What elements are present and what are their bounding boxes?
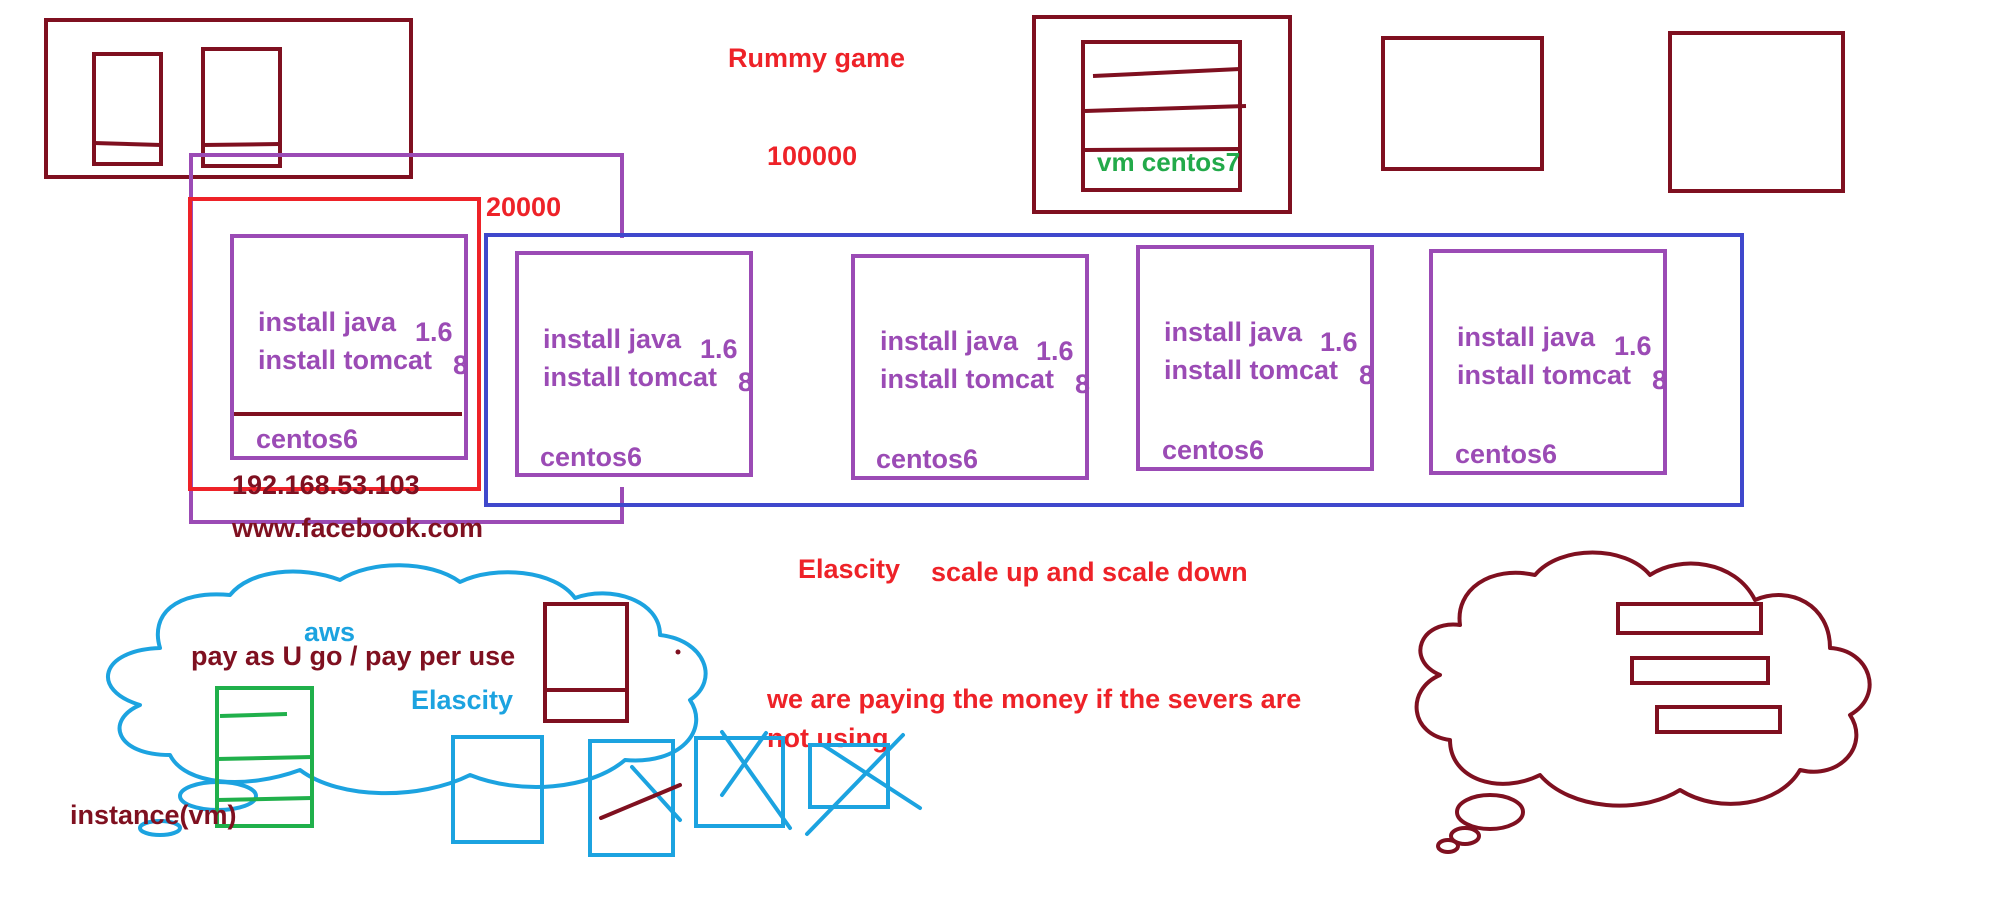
server-box-4: install java 1.6 install tomcat 8 centos… <box>1136 245 1374 471</box>
server-4-tomcat: install tomcat <box>1164 355 1338 385</box>
server-4-tomcat-version: 8 <box>1359 360 1374 390</box>
server-3-java: install java <box>880 326 1019 356</box>
rummy-game-title: Rummy game <box>728 43 905 73</box>
scale-up-down-text: scale up and scale down <box>931 557 1248 587</box>
server-1-tomcat: install tomcat <box>258 345 432 375</box>
server-box-5: install java 1.6 install tomcat 8 centos… <box>1429 249 1667 475</box>
cluster-box <box>484 233 1744 507</box>
server-5-java: install java <box>1457 322 1596 352</box>
server-3-tomcat: install tomcat <box>880 364 1054 394</box>
server-1-java: install java <box>258 307 397 337</box>
server-5-os: centos6 <box>1455 439 1557 469</box>
server-box-3: install java 1.6 install tomcat 8 centos… <box>851 254 1090 480</box>
server-4-java: install java <box>1164 317 1303 347</box>
server-2-java-version: 1.6 <box>700 334 738 364</box>
vm-host <box>1032 15 1292 214</box>
server-3-java-version: 1.6 <box>1036 336 1074 366</box>
instance-vm-label: instance(vm) <box>70 800 237 830</box>
server-3-tomcat-version: 8 <box>1075 369 1090 399</box>
server-5-tomcat: install tomcat <box>1457 360 1631 390</box>
instance-2-strike <box>599 783 682 820</box>
server-box-2: install java 1.6 install tomcat 8 centos… <box>515 251 753 477</box>
server-5-tomcat-version: 8 <box>1652 365 1667 395</box>
users-total-count: 100000 <box>767 141 857 171</box>
cloud-server-icon <box>543 602 629 723</box>
red-group-box <box>188 197 481 491</box>
elascity-title: Elascity <box>798 554 900 584</box>
pay-as-you-go-label: pay as U go / pay per use <box>191 641 515 671</box>
instance-box-1 <box>451 735 544 844</box>
server-2-java: install java <box>543 324 682 354</box>
ip-address-label: 192.168.53.103 <box>232 470 420 500</box>
server-box-1: install java 1.6 install tomcat 8 centos… <box>230 234 468 460</box>
physical-host-top-left <box>44 18 413 179</box>
vm-centos7-label: vm centos7 <box>1097 147 1240 177</box>
server-2-os: centos6 <box>540 442 642 472</box>
server-4-java-version: 1.6 <box>1320 327 1358 357</box>
paying-note-line1: we are paying the money if the severs ar… <box>766 684 1301 714</box>
aws-label: aws <box>304 617 355 647</box>
server-1-os: centos6 <box>256 424 358 454</box>
server-4-os: centos6 <box>1162 435 1264 465</box>
instance-box-4 <box>808 743 890 809</box>
empty-host-box-1 <box>1381 36 1544 171</box>
users-single-count: 20000 <box>486 192 561 222</box>
cloud-dot <box>675 649 681 655</box>
empty-host-box-2 <box>1668 31 1845 193</box>
server-2-tomcat-version: 8 <box>738 367 753 397</box>
server-1-java-version: 1.6 <box>415 317 453 347</box>
elascity-cloud-label: Elascity <box>411 685 513 715</box>
server-2-tomcat: install tomcat <box>543 362 717 392</box>
thought-server-bars <box>1616 602 1782 734</box>
instance-stack-icon <box>215 686 314 828</box>
thought-cloud-icon <box>1414 550 1872 854</box>
server-1-tomcat-version: 8 <box>453 350 468 380</box>
server-3-os: centos6 <box>876 444 978 474</box>
domain-label: www.facebook.com <box>231 513 483 543</box>
instance-box-2 <box>588 739 675 857</box>
instance-box-3 <box>694 736 785 828</box>
server-5-java-version: 1.6 <box>1614 331 1652 361</box>
